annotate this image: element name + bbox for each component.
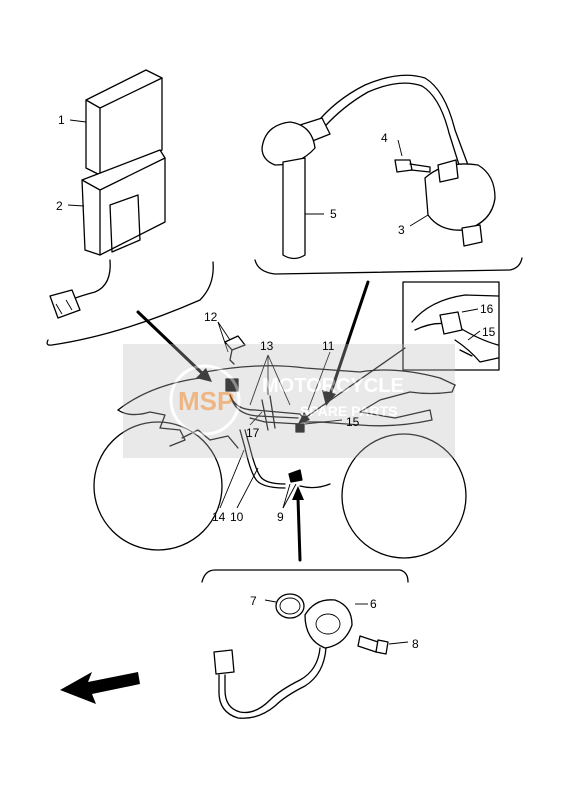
bolt-part-4 (394, 159, 413, 173)
callout-15-main: 15 (346, 415, 360, 429)
callout-6: 6 (370, 597, 377, 611)
pointer-arrows (136, 280, 406, 562)
callout-2: 2 (56, 199, 63, 213)
sensor-part-6 (304, 599, 353, 649)
ignition-coil-part-3 (424, 163, 496, 231)
callout-9: 9 (277, 510, 284, 524)
watermark-logo: MSP (178, 386, 234, 416)
callout-11: 11 (322, 339, 335, 353)
callout-10: 10 (230, 510, 244, 524)
inset-cdi-unit (46, 69, 214, 346)
callout-3: 3 (398, 223, 405, 237)
watermark: MSP MOTORCYCLE SPARE PARTS (123, 344, 455, 458)
bolt-part-8 (357, 635, 379, 653)
cdi-bracket-part-2 (81, 149, 166, 256)
callout-17: 17 (246, 426, 260, 440)
callout-7: 7 (250, 594, 257, 608)
plug-cap-part-5 (261, 121, 316, 166)
callout-1: 1 (58, 113, 65, 127)
callout-15-inset: 15 (482, 325, 496, 339)
inset-ignition-coil (254, 74, 523, 275)
callout-13: 13 (260, 339, 274, 353)
callout-5: 5 (330, 207, 337, 221)
inset-sensor (201, 569, 409, 719)
callout-4: 4 (381, 131, 388, 145)
callout-12: 12 (204, 310, 218, 324)
callout-14: 14 (212, 510, 226, 524)
leader-lines (217, 321, 343, 509)
callout-numbers: 1 2 3 4 5 6 7 8 9 10 11 12 13 14 15 15 1… (56, 113, 496, 651)
cdi-unit-part-1 (85, 69, 163, 176)
callout-8: 8 (412, 637, 419, 651)
watermark-line1: MOTORCYCLE (262, 375, 404, 397)
callout-16: 16 (480, 302, 494, 316)
front-direction-arrow (60, 672, 140, 704)
watermark-line2: SPARE PARTS (300, 403, 398, 419)
inset-handlebar-switch (402, 281, 500, 371)
